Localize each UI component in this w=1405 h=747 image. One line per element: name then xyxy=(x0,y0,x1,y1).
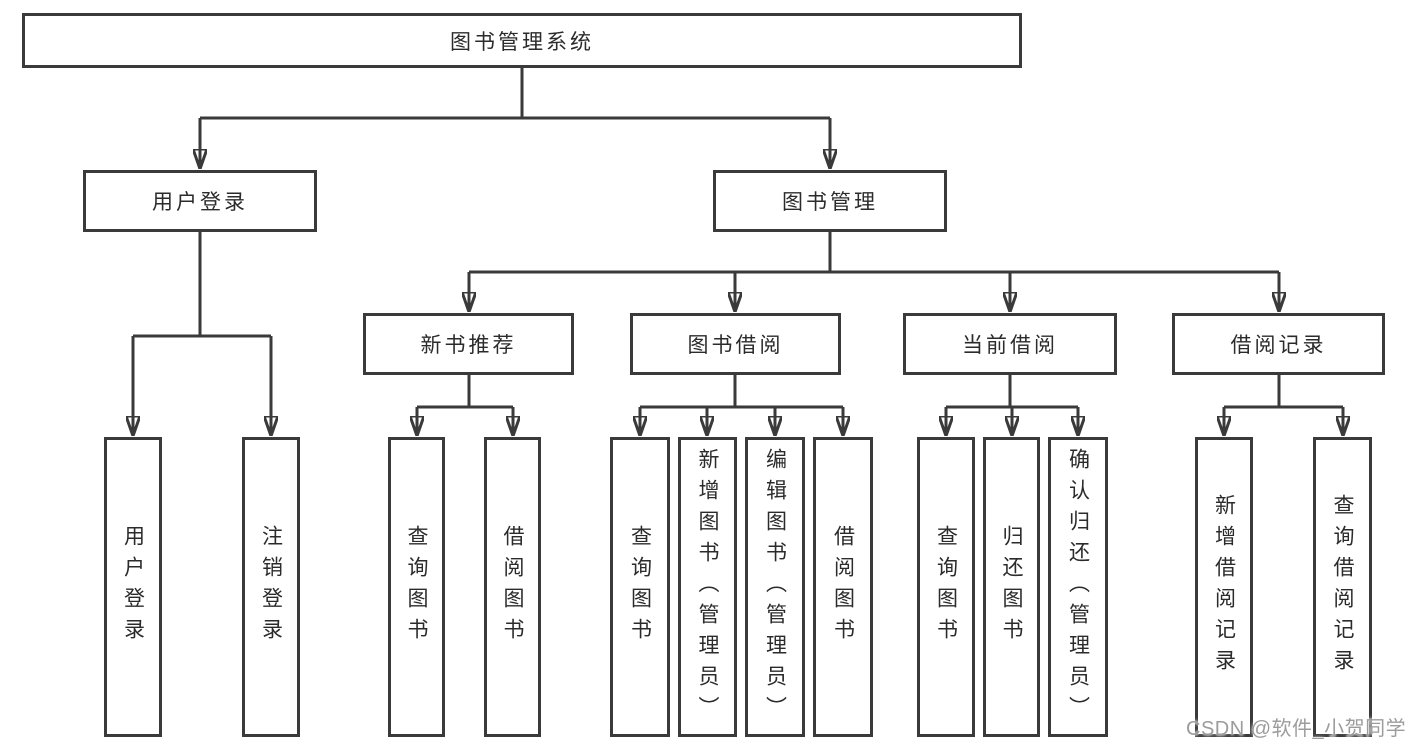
leaf-cb-query-books: 查询图书 xyxy=(917,437,975,737)
leaf-br-query-record: 查询借阅记录 xyxy=(1313,437,1372,737)
leaf-cb-return-books: 归还图书 xyxy=(983,437,1040,737)
leaf-logout: 注销登录 xyxy=(242,437,300,737)
leaf-br-add-record: 新增借阅记录 xyxy=(1195,437,1253,737)
leaf-bb-edit-book-admin: 编辑图书（管理员） xyxy=(745,437,805,737)
node-book-borrowing: 图书借阅 xyxy=(630,313,841,375)
node-new-book-rec: 新书推荐 xyxy=(363,313,574,375)
connector-current-borrowing-elbow xyxy=(946,375,1078,409)
node-user-login: 用户登录 xyxy=(83,170,317,232)
connector-borrow-records-elbow xyxy=(1224,375,1343,409)
connector-book-mgmt-elbow xyxy=(469,232,1279,274)
connector-new-book-rec-elbow xyxy=(417,375,513,409)
connector-root-elbow xyxy=(200,68,830,120)
node-root-system: 图书管理系统 xyxy=(22,13,1022,68)
node-borrow-records: 借阅记录 xyxy=(1172,313,1385,375)
connector-book-borrowing-elbow xyxy=(640,375,843,409)
leaf-bb-query-books: 查询图书 xyxy=(610,437,670,737)
leaf-nbr-borrow-books: 借阅图书 xyxy=(484,437,541,737)
connector-user-login-elbow xyxy=(133,232,271,338)
leaf-cb-confirm-return-admin: 确认归还（管理员） xyxy=(1048,437,1108,737)
node-book-mgmt: 图书管理 xyxy=(713,170,947,232)
leaf-user-login: 用户登录 xyxy=(104,437,162,737)
leaf-bb-borrow-books: 借阅图书 xyxy=(813,437,873,737)
leaf-bb-add-book-admin: 新增图书（管理员） xyxy=(678,437,737,737)
csdn-watermark: CSDN @软件_小贺同学 xyxy=(1186,718,1405,740)
leaf-nbr-query-books: 查询图书 xyxy=(388,437,445,737)
node-current-borrowing: 当前借阅 xyxy=(903,313,1117,375)
